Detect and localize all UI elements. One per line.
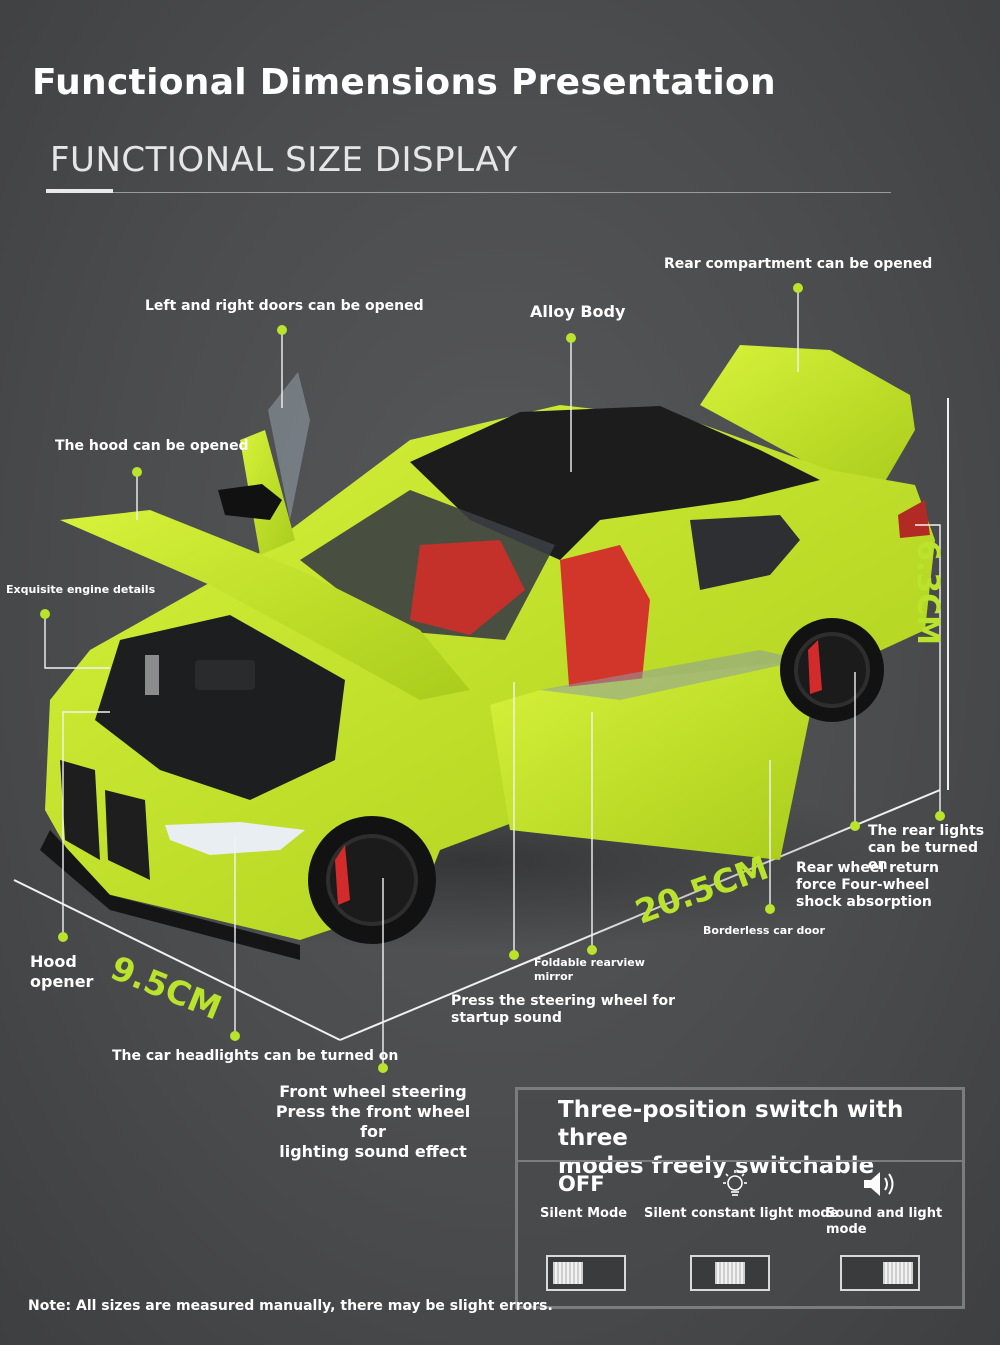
- subtitle-accent: [46, 189, 113, 193]
- front-splitter: [40, 830, 300, 960]
- dimension-height: 6.3CM: [910, 540, 945, 646]
- label-steering: Press the steering wheel for startup sou…: [451, 993, 675, 1027]
- label-front-wheel-line-3: lighting sound effect: [279, 1142, 467, 1161]
- label-hood-opener: Hood opener: [30, 952, 93, 992]
- mode-sound-light-name: Sound and light mode: [826, 1206, 942, 1238]
- switch-sound-light-knob: [883, 1262, 913, 1284]
- speaker-icon: [826, 1168, 942, 1200]
- mode-sound-light-name-line-2: mode: [826, 1222, 867, 1237]
- label-front-wheel-line-1: Front wheel steering: [279, 1082, 467, 1101]
- switch-off-knob: [553, 1262, 583, 1284]
- grille-right: [105, 790, 150, 880]
- grille-left: [60, 760, 100, 860]
- subtitle-divider: [46, 192, 891, 193]
- switch-panel-divider: [518, 1160, 962, 1162]
- label-rear-lights: The rear lights can be turned on: [868, 823, 1000, 874]
- rear-wheel: [780, 618, 884, 722]
- switch-panel-title: Three-position switch with three modes f…: [558, 1096, 962, 1180]
- open-door: [490, 660, 815, 860]
- mode-light: Silent constant light mode: [644, 1168, 839, 1222]
- label-hood: The hood can be opened: [55, 438, 249, 454]
- label-alloy-body: Alloy Body: [530, 302, 626, 321]
- label-mirror-line-2: mirror: [534, 970, 574, 983]
- hood: [60, 510, 470, 700]
- switch-off[interactable]: [546, 1255, 626, 1291]
- car-roof: [410, 406, 820, 560]
- front-wheel: [308, 816, 436, 944]
- label-mirror-line-1: Foldable rearview: [534, 956, 645, 969]
- label-front-wheel: Front wheel steering Press the front whe…: [273, 1082, 473, 1162]
- rear-light: [898, 500, 930, 538]
- label-hood-opener-line-2: opener: [30, 972, 94, 991]
- label-rear-lights-line-1: The rear lights: [868, 823, 985, 839]
- label-steering-line-2: startup sound: [451, 1010, 562, 1026]
- mode-off-name: Silent Mode: [540, 1206, 628, 1221]
- switch-panel-title-line-1: Three-position switch with three: [558, 1097, 904, 1151]
- page-title: Functional Dimensions Presentation: [32, 62, 776, 103]
- label-rear-lights-line-2: can be turned on: [868, 840, 979, 873]
- label-front-wheel-line-2: Press the front wheel for: [275, 1102, 471, 1141]
- mode-off: OFF Silent Mode: [540, 1168, 627, 1222]
- label-rear-wheel-line-1: Rear wheel return: [796, 860, 939, 876]
- label-rear-wheel-line-3: shock absorption: [796, 894, 932, 910]
- label-steering-line-1: Press the steering wheel for: [451, 993, 675, 1009]
- label-headlights: The car headlights can be turned on: [112, 1048, 399, 1064]
- label-rear-compartment: Rear compartment can be opened: [664, 256, 933, 272]
- measurement-note: Note: All sizes are measured manually, t…: [28, 1298, 553, 1314]
- trunk-lid: [700, 345, 915, 490]
- side-window: [690, 515, 800, 590]
- switch-sound-light[interactable]: [840, 1255, 920, 1291]
- seat-rear: [410, 540, 525, 635]
- switch-light[interactable]: [690, 1255, 770, 1291]
- light-bulb-icon: [644, 1168, 839, 1200]
- mirror: [218, 484, 282, 520]
- label-doors: Left and right doors can be opened: [145, 298, 424, 314]
- page-subtitle: FUNCTIONAL SIZE DISPLAY: [50, 140, 518, 180]
- switch-panel: Three-position switch with three modes f…: [515, 1087, 965, 1309]
- seat-front: [560, 545, 650, 700]
- switch-panel-title-line-2: modes freely switchable: [558, 1153, 875, 1179]
- mode-light-name: Silent constant light mode: [644, 1206, 839, 1221]
- label-rear-wheel: Rear wheel return force Four-wheel shock…: [796, 860, 939, 911]
- label-rear-wheel-line-2: force Four-wheel: [796, 877, 930, 893]
- label-engine: Exquisite engine details: [6, 583, 156, 596]
- mode-sound-light: Sound and light mode: [826, 1168, 942, 1238]
- label-borderless-door: Borderless car door: [703, 924, 825, 937]
- switch-light-knob: [715, 1262, 745, 1284]
- off-label: OFF: [558, 1172, 605, 1196]
- label-mirror: Foldable rearview mirror: [534, 956, 645, 984]
- mode-sound-light-name-line-1: Sound and light: [826, 1206, 943, 1221]
- label-hood-opener-line-1: Hood: [30, 952, 77, 971]
